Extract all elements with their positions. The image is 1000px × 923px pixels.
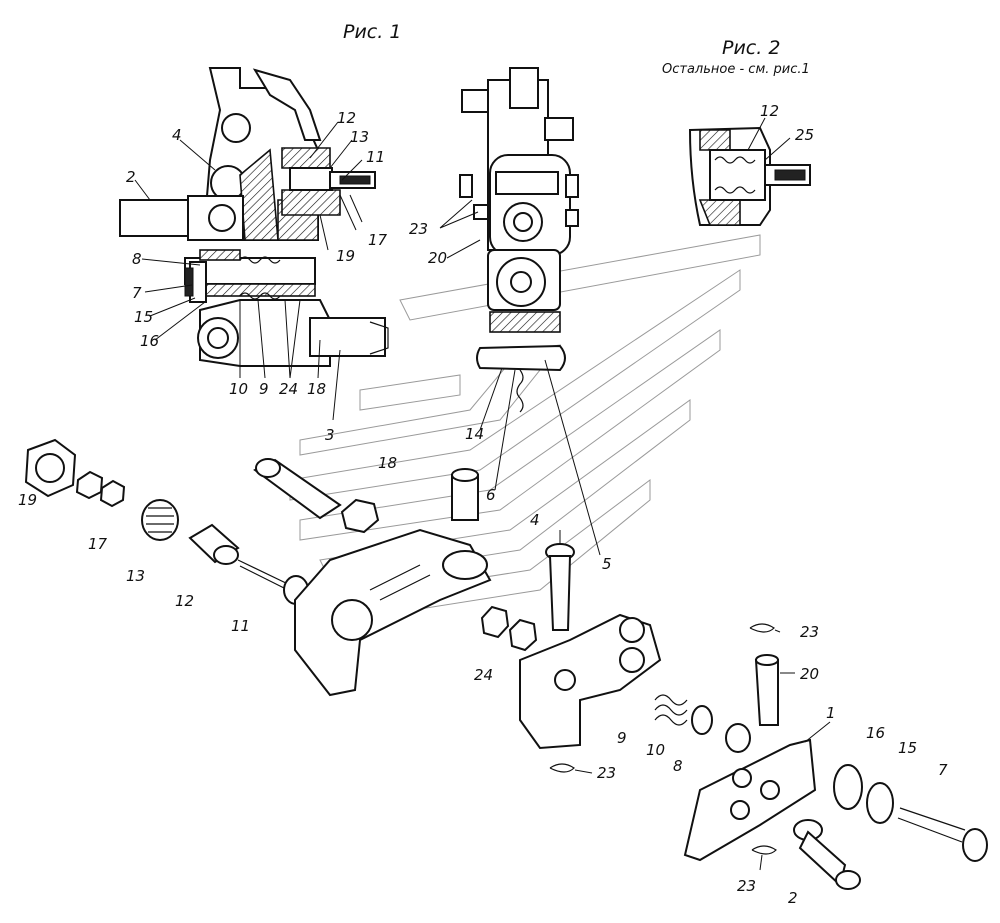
part-label: 16 (866, 724, 885, 742)
part-label: 15 (134, 308, 153, 326)
part-label: 24 (474, 666, 493, 684)
part-label: 11 (366, 148, 385, 166)
part-label: 14 (465, 425, 484, 443)
part-label: 7 (132, 284, 142, 302)
part-label: 8 (673, 757, 683, 775)
fig2-note: Остальное - см. рис.1 (662, 62, 810, 77)
part-label: 5 (602, 555, 612, 573)
part-label: 10 (229, 380, 248, 398)
part-label: 15 (898, 739, 917, 757)
part-label: 3 (325, 426, 335, 444)
part-label: 25 (795, 126, 814, 144)
part-label: 20 (800, 665, 819, 683)
watermark (289, 234, 761, 621)
exploded-parts (24, 438, 988, 890)
part-label: 10 (646, 741, 665, 759)
part-label: 19 (336, 247, 355, 265)
part-label: 9 (259, 380, 269, 398)
part-label: 18 (307, 380, 326, 398)
part-label: 8 (132, 250, 142, 268)
part-label: 6 (486, 486, 496, 504)
part-label: 18 (378, 454, 397, 472)
part-label: 12 (337, 109, 356, 127)
fig1-title: Рис. 1 (343, 21, 401, 43)
part-label: 1 (826, 704, 836, 722)
part-label: 12 (760, 102, 779, 120)
part-label: 2 (126, 168, 136, 186)
part-label: 19 (18, 491, 37, 509)
part-label: 4 (172, 126, 182, 144)
part-label: 23 (409, 220, 428, 238)
part-label: 4 (530, 511, 540, 529)
leader-lines (134, 117, 831, 871)
part-label: 2 (788, 889, 798, 907)
part-label: 16 (140, 332, 159, 350)
part-label: 23 (800, 623, 819, 641)
part-label: 7 (938, 761, 948, 779)
part-label: 23 (597, 764, 616, 782)
part-label: 20 (428, 249, 447, 267)
fig1-front-view (459, 67, 579, 413)
part-label: 23 (737, 877, 756, 895)
part-labels: 4 2 12 13 11 17 19 8 7 15 16 10 9 24 18 … (18, 102, 948, 907)
fig2-inset (688, 126, 811, 226)
part-label: 17 (88, 535, 108, 553)
part-label: 13 (126, 567, 145, 585)
part-label: 17 (368, 231, 388, 249)
fig2-title: Рис. 2 (722, 37, 780, 59)
part-label: 24 (279, 380, 298, 398)
part-label: 11 (231, 617, 250, 635)
part-label: 9 (617, 729, 627, 747)
part-label: 12 (175, 592, 194, 610)
part-label: 13 (350, 128, 369, 146)
